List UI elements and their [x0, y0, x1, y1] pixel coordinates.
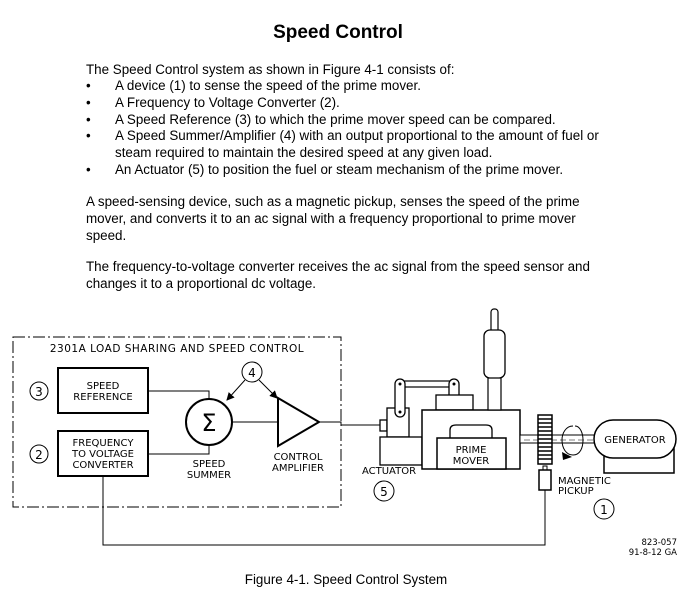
- svg-text:3: 3: [35, 385, 43, 399]
- callout-4: 4: [226, 361, 278, 401]
- svg-text:FREQUENCY: FREQUENCY: [73, 438, 135, 449]
- svg-text:CONTROL: CONTROL: [274, 452, 323, 463]
- component-list: • A device (1) to sense the speed of the …: [86, 78, 606, 179]
- svg-text:GENERATOR: GENERATOR: [604, 435, 665, 446]
- actuator: [379, 407, 423, 466]
- sigma-icon: Σ: [201, 409, 216, 437]
- list-item: • A Frequency to Voltage Converter (2).: [86, 95, 606, 112]
- generator: GENERATOR: [593, 419, 677, 474]
- svg-text:SPEED: SPEED: [193, 459, 226, 470]
- wire-amplifier-to-actuator: [319, 421, 381, 426]
- callout-1: 1: [593, 498, 615, 520]
- magnetic-pickup: [538, 465, 552, 491]
- callout-5: 5: [373, 480, 395, 502]
- arrow-to-amplifier: [258, 379, 278, 399]
- svg-text:TO VOLTAGE: TO VOLTAGE: [71, 449, 134, 460]
- svg-text:ACTUATOR: ACTUATOR: [362, 466, 416, 477]
- list-item-text: A Frequency to Voltage Converter (2).: [115, 94, 340, 110]
- paragraph-speed-sensing: A speed-sensing device, such as a magnet…: [86, 194, 580, 243]
- toothed-gear: [537, 414, 553, 465]
- paragraph-f2v-converter: The frequency-to-voltage converter recei…: [86, 259, 590, 291]
- control-amplifier: [277, 396, 321, 448]
- prime-mover: PRIME MOVER: [421, 394, 521, 470]
- speed-summer: Σ: [185, 398, 233, 446]
- speed-control-diagram: 2301A LOAD SHARING AND SPEED CONTROL SPE…: [12, 308, 677, 558]
- svg-text:1: 1: [600, 503, 608, 517]
- rotation-arrow-icon: [561, 425, 584, 460]
- wire-converter-to-summer: [148, 444, 210, 455]
- list-item: • A device (1) to sense the speed of the …: [86, 78, 606, 95]
- svg-text:5: 5: [380, 485, 388, 499]
- callout-3: 3: [29, 381, 49, 401]
- svg-text:SUMMER: SUMMER: [187, 470, 231, 481]
- bullet-icon: •: [86, 161, 91, 177]
- list-item: • An Actuator (5) to position the fuel or…: [86, 162, 606, 179]
- svg-text:4: 4: [248, 366, 256, 380]
- control-enclosure: [12, 336, 342, 508]
- list-item-text: A Speed Reference (3) to which the prime…: [115, 111, 556, 127]
- wire-reference-to-summer: [148, 390, 210, 400]
- bullet-icon: •: [86, 94, 91, 110]
- intro-text: The Speed Control system as shown in Fig…: [86, 62, 455, 77]
- figure-caption: Figure 4-1. Speed Control System: [244, 572, 448, 587]
- svg-text:2: 2: [35, 448, 43, 462]
- enclosure-label: 2301A LOAD SHARING AND SPEED CONTROL: [50, 343, 304, 355]
- list-item: • A Speed Summer/Amplifier (4) with an ou…: [86, 128, 606, 162]
- list-item-text: A Speed Summer/Amplifier (4) with an out…: [115, 128, 599, 161]
- svg-text:AMPLIFIER: AMPLIFIER: [272, 463, 324, 474]
- svg-text:SPEED: SPEED: [87, 381, 120, 392]
- svg-text:PICKUP: PICKUP: [558, 486, 594, 497]
- wire-pickup-to-converter: [102, 476, 546, 546]
- drawing-number: 823-057: [641, 538, 677, 548]
- svg-text:REFERENCE: REFERENCE: [73, 392, 132, 403]
- drawing-date: 91-8-12 GA: [629, 548, 677, 558]
- exhaust-stack: [483, 308, 506, 411]
- svg-text:MAGNETIC: MAGNETIC: [558, 476, 611, 487]
- page-title: Speed Control: [273, 22, 403, 43]
- bullet-icon: •: [86, 111, 91, 127]
- callout-2: 2: [29, 444, 49, 464]
- bullet-icon: •: [86, 78, 91, 93]
- bullet-icon: •: [86, 128, 91, 144]
- svg-text:CONVERTER: CONVERTER: [72, 460, 133, 471]
- list-item-text: An Actuator (5) to position the fuel or …: [115, 161, 564, 177]
- list-item: • A Speed Reference (3) to which the prim…: [86, 112, 606, 129]
- svg-text:PRIME: PRIME: [456, 445, 487, 456]
- f2v-converter-block: FREQUENCY TO VOLTAGE CONVERTER: [57, 430, 149, 477]
- list-item-text: A device (1) to sense the speed of the p…: [115, 78, 421, 93]
- svg-text:MOVER: MOVER: [453, 456, 489, 467]
- arrow-to-summer: [226, 379, 246, 401]
- speed-reference-block: SPEED REFERENCE: [57, 367, 149, 414]
